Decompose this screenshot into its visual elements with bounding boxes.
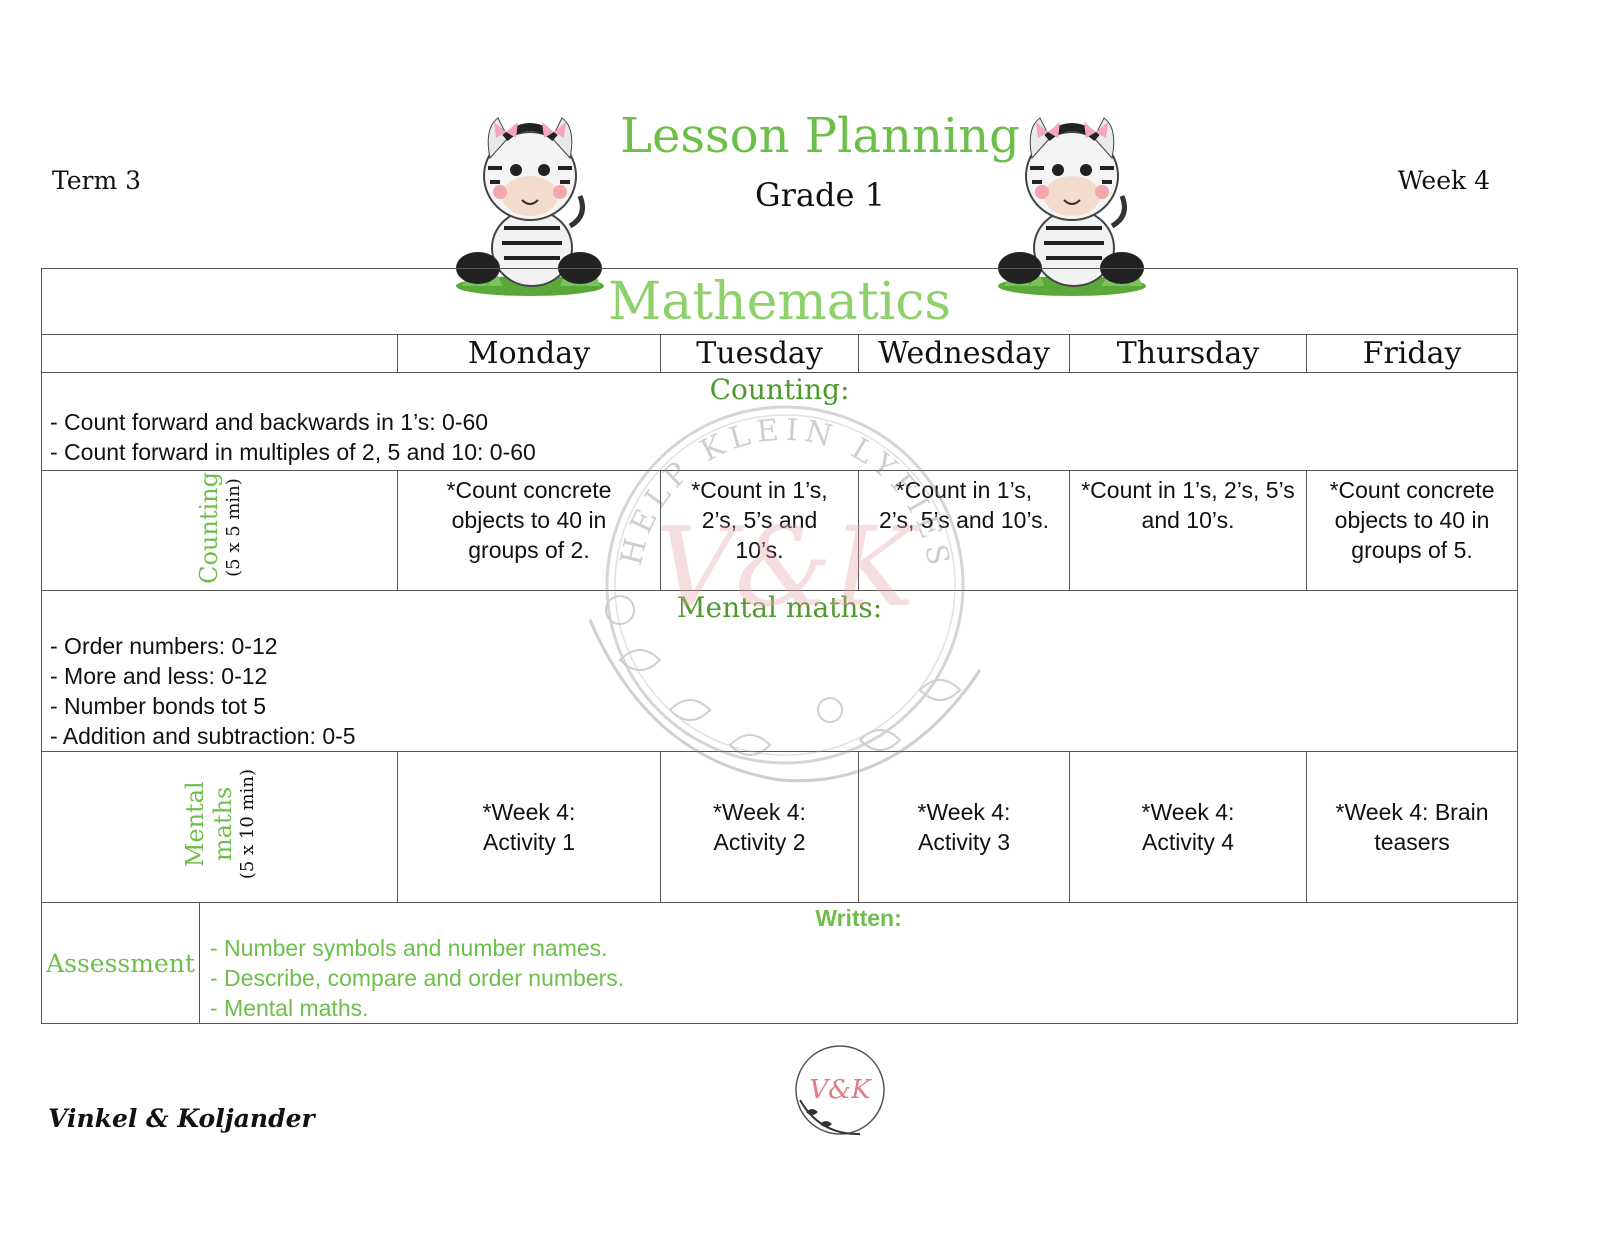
brand-name: Vinkel & Koljander [48, 1104, 315, 1133]
counting-thursday: *Count in 1’s, 2’s, 5’s and 10’s. [1069, 470, 1307, 591]
counting-heading: Counting: [709, 373, 850, 406]
counting-topic: - Count forward and backwards in 1’s: 0-… [50, 409, 489, 435]
page-title: Lesson Planning [620, 108, 1020, 164]
counting-label: Counting [195, 472, 223, 584]
mental-label-line2: maths [209, 787, 237, 862]
counting-topics: Counting: - Count forward and backwards … [40, 372, 1519, 471]
counting-wednesday: *Count in 1’s, 2’s, 5’s and 10’s. [858, 470, 1070, 591]
counting-row-label: Counting(5 x 5 min) [41, 470, 398, 591]
assessment-heading: Written: [815, 905, 902, 931]
assessment-label: Assessment [41, 902, 200, 1024]
mental-tuesday: *Week 4: Activity 2 [660, 751, 859, 903]
mental-topics: Mental maths: - Order numbers: 0-12 - Mo… [40, 590, 1519, 752]
grade-label: Grade 1 [755, 176, 885, 214]
day-friday: Friday [1305, 334, 1519, 373]
zebra-illustration-icon [998, 117, 1146, 296]
counting-friday: *Count concrete objects to 40 in groups … [1305, 470, 1519, 591]
mental-duration: (5 x 10 min) [237, 769, 258, 880]
mental-label-line1: Mental [181, 781, 209, 868]
mental-topic: - Order numbers: 0-12 [50, 633, 278, 659]
counting-monday: *Count concrete objects to 40 in groups … [397, 470, 661, 591]
mental-topic: - Number bonds tot 5 [50, 693, 267, 719]
day-wednesday: Wednesday [858, 334, 1070, 373]
footer-logo-icon: V&K [795, 1045, 885, 1136]
term-label: Term 3 [52, 166, 142, 195]
assessment-item: - Number symbols and number names. [210, 935, 608, 961]
counting-tuesday: *Count in 1’s, 2’s, 5’s and 10’s. [660, 470, 859, 591]
counting-duration: (5 x 5 min) [223, 478, 244, 578]
counting-topic: - Count forward in multiples of 2, 5 and… [50, 439, 536, 465]
mental-topic: - Addition and subtraction: 0-5 [50, 723, 356, 749]
mental-heading: Mental maths: [676, 591, 883, 624]
subject-title: Mathematics [40, 268, 1519, 335]
assessment-content: Written: - Number symbols and number nam… [198, 902, 1519, 1024]
assessment-item: - Mental maths. [210, 995, 369, 1021]
mental-thursday: *Week 4: Activity 4 [1069, 751, 1307, 903]
assessment-item: - Describe, compare and order numbers. [210, 965, 625, 991]
footer-monogram: V&K [809, 1075, 872, 1105]
mental-friday: *Week 4: Brain teasers [1305, 751, 1519, 903]
lesson-plan-table: Mathematics Monday Tuesday Wednesday Thu… [40, 268, 1519, 1024]
mental-monday: *Week 4: Activity 1 [397, 751, 661, 903]
mental-topic: - More and less: 0-12 [50, 663, 268, 689]
day-thursday: Thursday [1069, 334, 1307, 373]
day-monday: Monday [397, 334, 661, 373]
week-label: Week 4 [1397, 166, 1490, 195]
day-tuesday: Tuesday [660, 334, 859, 373]
mental-wednesday: *Week 4: Activity 3 [858, 751, 1070, 903]
day-header-empty [41, 334, 398, 373]
